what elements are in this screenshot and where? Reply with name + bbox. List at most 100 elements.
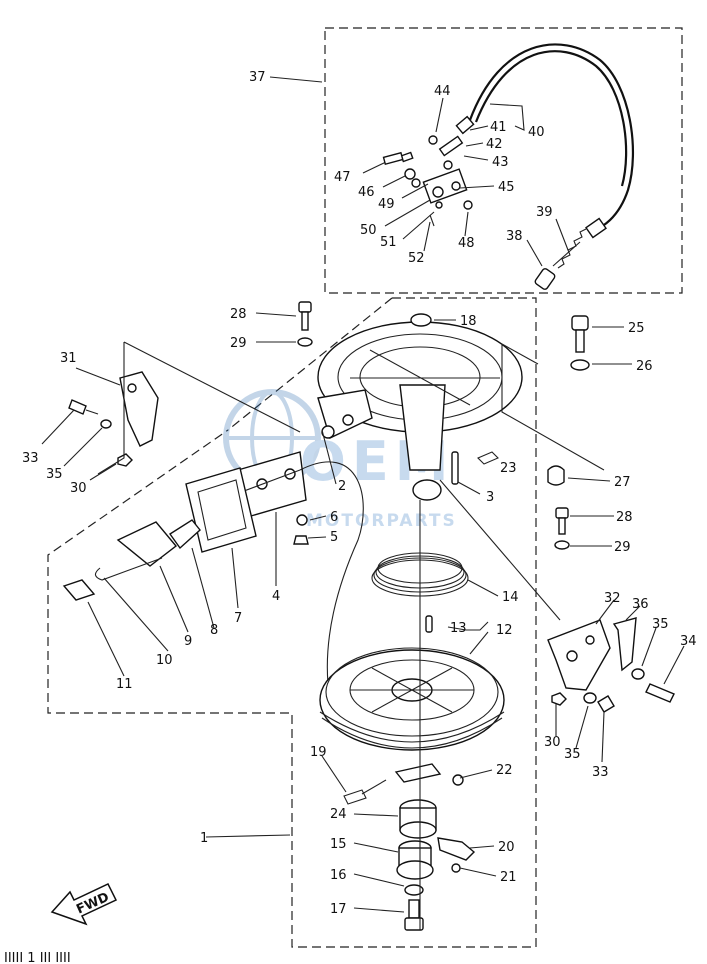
callout-27: 27 [614,475,631,490]
callout-24: 24 [330,807,347,822]
callout-15: 15 [330,837,347,852]
callout-40: 40 [528,125,545,140]
callout-52: 52 [408,251,425,266]
callout-4: 4 [272,589,280,604]
callout-28b: 28 [616,510,633,525]
callout-35b: 35 [652,617,669,632]
callout-labels: 37 44 41 40 42 43 47 46 49 45 50 51 48 5… [22,70,697,917]
callout-11: 11 [116,677,133,692]
pin-3 [451,451,459,485]
callout-22: 22 [496,763,513,778]
bolt-28a [298,301,312,331]
callout-45: 45 [498,180,515,195]
callout-44: 44 [434,84,451,99]
bolt-33a [68,399,99,415]
callout-30b: 30 [544,735,561,750]
callout-10: 10 [156,653,173,668]
callout-26: 26 [636,359,653,374]
lever-32 [547,619,611,691]
cable-bracket-parts [400,115,475,227]
bolt-28b [555,507,569,535]
starter-housing [317,321,523,501]
callout-36: 36 [632,597,649,612]
lever-31-link [123,341,301,433]
nut-18 [410,313,432,327]
callout-3: 3 [486,490,494,505]
washer-35a [100,419,112,429]
starter-box-diagonal [227,297,393,431]
leader-housing-bolt [501,343,539,365]
callout-35c: 35 [564,747,581,762]
callout-42: 42 [486,137,503,152]
callout-50: 50 [360,223,377,238]
throttle-cable [468,43,634,290]
callout-25: 25 [628,321,645,336]
lever-31 [119,371,159,447]
callout-34: 34 [680,634,697,649]
callout-14: 14 [502,590,519,605]
callout-51: 51 [380,235,397,250]
pawl-20 [437,837,476,861]
callout-37: 37 [249,70,266,85]
spring-39 [557,228,587,269]
callout-30a: 30 [70,481,87,496]
callout-29a: 29 [230,336,247,351]
fwd-arrow-icon: FWD [50,883,118,926]
callout-20: 20 [498,840,515,855]
starter-rope [299,461,364,701]
bolt-25-leader-box [501,344,605,471]
pulley-12 [319,647,505,751]
drum-15 [396,840,434,880]
nut-30b [551,692,567,706]
bolt-34 [645,683,675,703]
screw-5 [293,535,309,545]
pawl-22 [394,763,464,786]
callout-13: 13 [450,621,467,636]
callout-19: 19 [310,745,327,760]
callout-9: 9 [184,634,192,649]
callout-31: 31 [60,351,77,366]
callout-29b: 29 [614,540,631,555]
callout-33a: 33 [22,451,39,466]
callout-23: 23 [500,461,517,476]
callout-35a: 35 [46,467,63,482]
callout-8: 8 [210,623,218,638]
bolt-25 [571,315,589,353]
washer-16 [404,884,424,896]
callout-5: 5 [330,530,338,545]
cap-27 [547,465,565,486]
plunger-9 [116,519,201,567]
callout-17: 17 [330,902,347,917]
callout-48: 48 [458,236,475,251]
clip-23 [477,451,499,465]
callout-49: 49 [378,197,395,212]
watermark-sub: MOTORPARTS [306,511,457,531]
callout-6: 6 [330,510,338,525]
callout-16: 16 [330,868,347,883]
bushing-24 [399,799,437,839]
callout-18: 18 [460,314,477,329]
pin-13 [425,615,433,633]
spring-19 [343,779,387,805]
arm-36 [612,617,637,672]
washer-26 [570,359,590,371]
starter-assembly-group-box [47,297,537,948]
nut-30a [117,453,133,467]
callout-21: 21 [500,870,517,885]
callout-39: 39 [536,205,553,220]
callout-47: 47 [334,170,351,185]
callout-32: 32 [604,591,621,606]
callout-41: 41 [490,120,507,135]
washer-35c [583,692,597,704]
bolt-17 [404,899,424,931]
throttle-cable-group-box [324,27,683,294]
grommet-7 [185,467,257,553]
callout-43: 43 [492,155,509,170]
lever-31-leader [97,342,125,475]
leaders-top [269,76,569,267]
callout-46: 46 [358,185,375,200]
callout-12: 12 [496,623,513,638]
callout-28a: 28 [230,307,247,322]
callout-38: 38 [506,229,523,244]
